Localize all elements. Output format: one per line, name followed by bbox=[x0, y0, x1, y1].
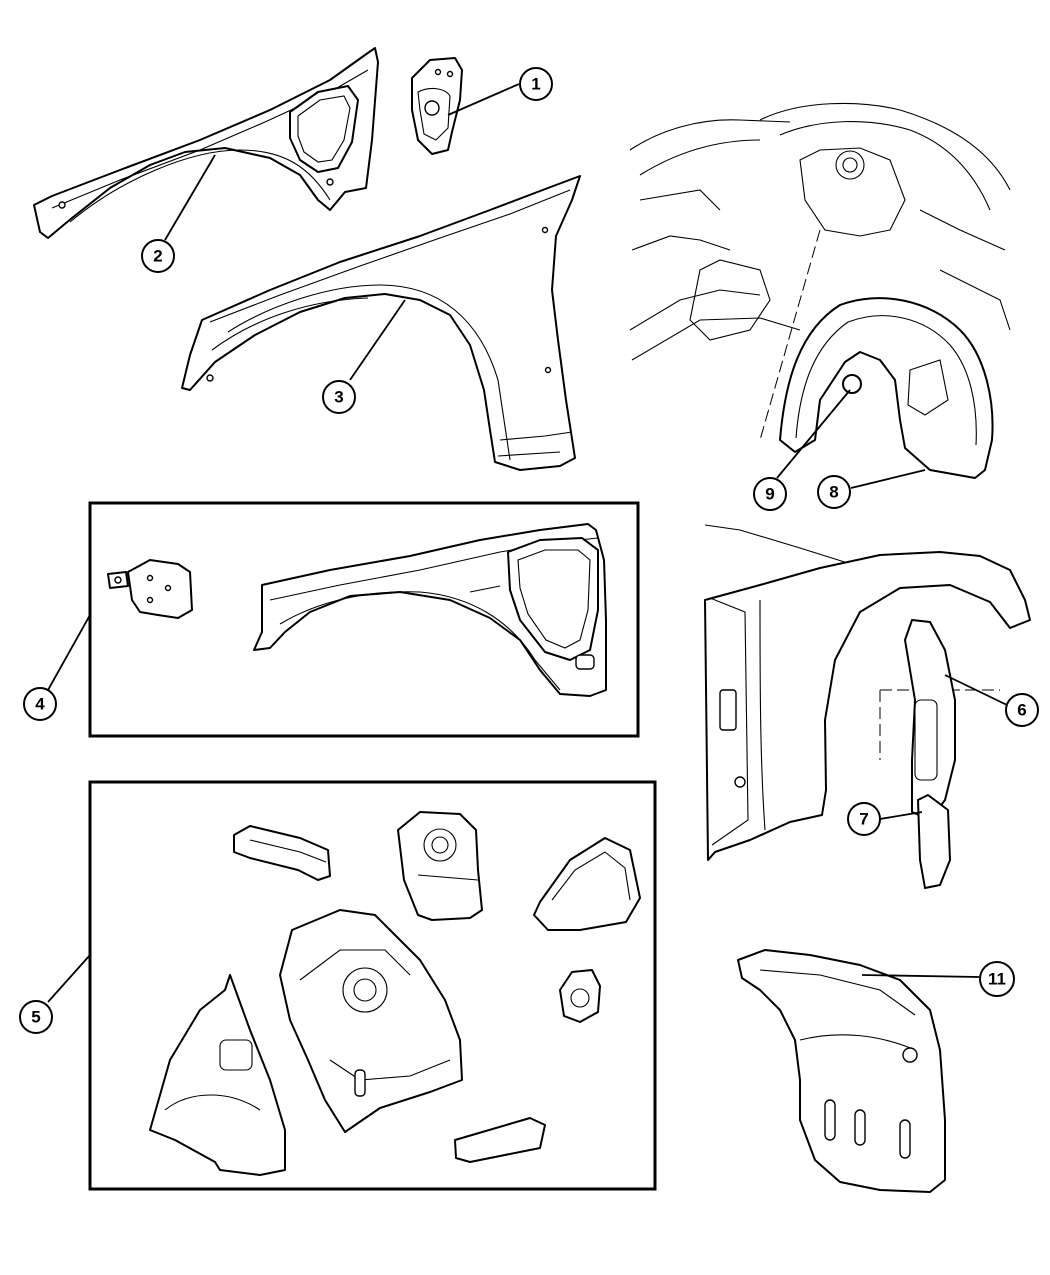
front-fender-part-3 bbox=[181, 175, 581, 471]
svg-text:8: 8 bbox=[829, 483, 838, 502]
callout-3: 3 bbox=[322, 380, 356, 414]
svg-text:6: 6 bbox=[1017, 701, 1026, 720]
leader-lines bbox=[47, 83, 1008, 1003]
callout-6: 6 bbox=[1005, 693, 1039, 727]
svg-text:2: 2 bbox=[153, 247, 162, 266]
callout-2: 2 bbox=[141, 239, 175, 273]
group-box-5 bbox=[88, 780, 657, 1191]
svg-text:1: 1 bbox=[531, 75, 540, 94]
bracket-part-1 bbox=[411, 57, 463, 155]
callout-11: 11 bbox=[979, 961, 1015, 997]
svg-text:5: 5 bbox=[31, 1008, 40, 1027]
svg-text:3: 3 bbox=[334, 388, 343, 407]
callout-7: 7 bbox=[847, 802, 881, 836]
fender-reinforcement-part-2 bbox=[33, 47, 379, 239]
reinforcement-assembly-part-4 bbox=[107, 523, 607, 697]
callout-9: 9 bbox=[753, 477, 787, 511]
wheelhouse-components-part-5 bbox=[149, 811, 641, 1176]
svg-text:7: 7 bbox=[859, 810, 868, 829]
callout-8: 8 bbox=[817, 475, 851, 509]
splash-shield-part-11 bbox=[737, 949, 946, 1193]
svg-text:4: 4 bbox=[35, 695, 45, 714]
callout-4: 4 bbox=[23, 687, 57, 721]
fender-liner-installed-view bbox=[704, 524, 1031, 889]
svg-text:9: 9 bbox=[765, 485, 774, 504]
wheelhouse-installed-view bbox=[629, 102, 1011, 479]
callout-1: 1 bbox=[519, 67, 553, 101]
callout-5: 5 bbox=[19, 1000, 53, 1034]
svg-text:11: 11 bbox=[988, 970, 1006, 989]
group-box-4 bbox=[88, 501, 640, 738]
